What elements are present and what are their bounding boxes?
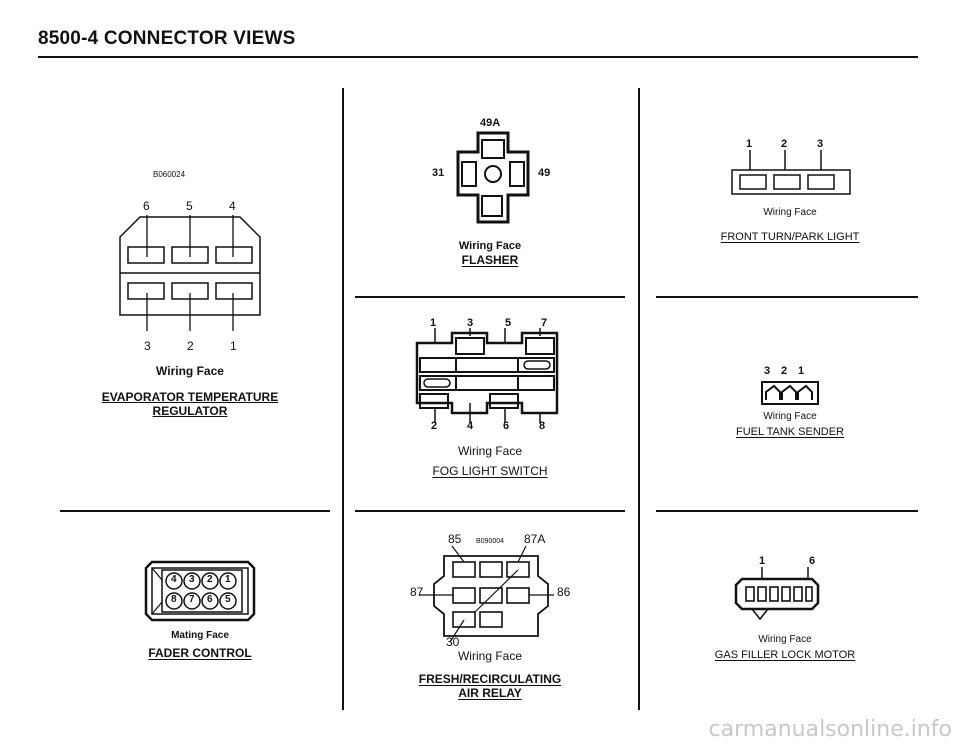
evap-title-line1: EVAPORATOR TEMPERATURE [101,390,279,404]
gas-face-label: Wiring Face [758,634,812,645]
column-divider-left [342,88,344,710]
relay-pin-86: 86 [557,585,571,599]
relay-pin-87: 87 [410,585,424,599]
evap-pin-3: 3 [144,339,151,353]
row-divider [355,296,625,298]
fog-title: FOG LIGHT SWITCH [432,464,548,478]
fog-pin-4: 4 [467,420,474,432]
fader-title: FADER CONTROL [148,646,252,660]
gas-connector-diagram [734,567,820,621]
fader-pin-2: 2 [207,574,213,585]
fog-pin-2: 2 [431,420,438,432]
front-turn-pin-3: 3 [817,138,824,150]
fog-pin-7: 7 [541,317,548,329]
front-turn-pin-2: 2 [781,138,788,150]
evap-pin-5: 5 [186,199,193,213]
fader-pin-8: 8 [171,594,177,605]
flasher-pin-31: 31 [432,167,445,179]
flasher-connector-diagram [456,131,530,224]
evap-connector-diagram [119,215,261,331]
fader-pin-4: 4 [171,574,177,585]
fog-pin-5: 5 [505,317,512,329]
fog-connector-diagram [415,328,559,423]
flasher-face-label: Wiring Face [458,240,522,252]
relay-face-label: Wiring Face [457,649,522,663]
front-turn-connector-diagram [731,150,851,195]
relay-connector-diagram [420,545,554,643]
fader-pin-1: 1 [225,574,231,585]
fader-connector-diagram [144,560,256,622]
relay-pin-85: 85 [448,532,462,546]
row-divider [355,510,625,512]
evap-pin-1: 1 [230,339,237,353]
fader-face-label: Mating Face [171,630,229,641]
relay-title-line2: AIR RELAY [458,686,522,700]
flasher-title: FLASHER [461,253,519,267]
fuel-face-label: Wiring Face [763,411,817,422]
gas-pin-6: 6 [809,555,816,567]
fog-pin-3: 3 [467,317,474,329]
header-rule [38,56,918,58]
fader-pin-3: 3 [189,574,195,585]
flasher-pin-49: 49 [538,167,551,179]
fader-pin-7: 7 [189,594,195,605]
fader-pin-6: 6 [207,594,213,605]
fuel-connector-diagram [761,381,819,405]
front-turn-pin-1: 1 [746,138,753,150]
evap-code: B060024 [153,170,186,179]
flasher-pin-49a: 49A [480,117,501,129]
row-divider [656,510,918,512]
fuel-title: FUEL TANK SENDER [736,426,844,438]
front-turn-face-label: Wiring Face [763,207,817,218]
evap-face-label: Wiring Face [156,364,224,378]
gas-pin-1: 1 [759,555,766,567]
fuel-pin-1: 1 [798,365,805,377]
fog-pin-1: 1 [430,317,437,329]
relay-code: B090004 [476,538,505,545]
evap-pin-4: 4 [229,199,236,213]
fog-pin-8: 8 [539,420,546,432]
watermark: carmanualsonline.info [708,717,952,742]
fuel-pin-2: 2 [781,365,788,377]
fader-pin-5: 5 [225,594,231,605]
fuel-pin-3: 3 [764,365,771,377]
evap-title-line2: REGULATOR [152,404,228,418]
column-divider-right [638,88,640,710]
relay-pin-30: 30 [446,635,460,649]
gas-title: GAS FILLER LOCK MOTOR [714,649,856,661]
page-header: 8500-4 CONNECTOR VIEWS [38,28,296,49]
fog-face-label: Wiring Face [457,444,522,458]
relay-pin-87a: 87A [524,532,546,546]
row-divider [656,296,918,298]
relay-title-line1: FRESH/RECIRCULATING [418,672,562,686]
evap-pin-6: 6 [143,199,150,213]
row-divider [60,510,330,512]
evap-pin-2: 2 [187,339,194,353]
fog-pin-6: 6 [503,420,510,432]
front-turn-title: FRONT TURN/PARK LIGHT [720,231,860,243]
